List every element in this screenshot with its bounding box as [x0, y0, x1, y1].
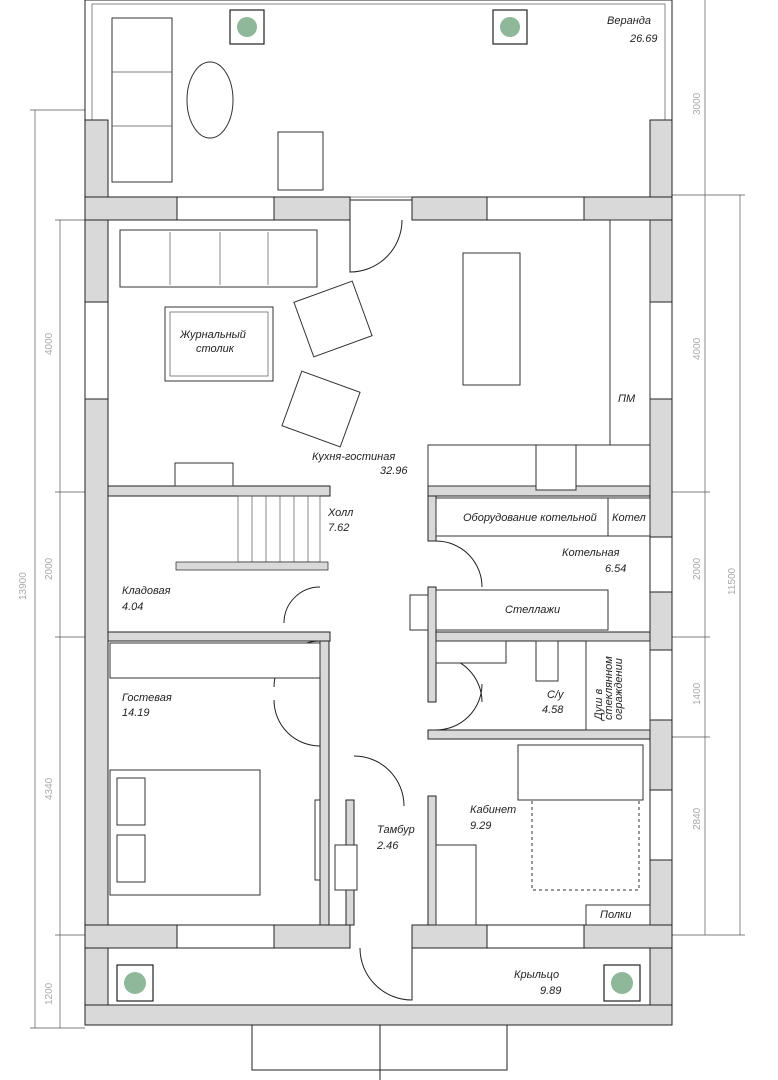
svg-text:4000: 4000	[692, 337, 703, 360]
svg-text:Котел: Котел	[612, 512, 646, 524]
room-area-veranda: 26.69	[629, 33, 658, 45]
room-name-pantry: Кладовая	[122, 585, 171, 597]
porch-steps	[251, 1024, 508, 1080]
office-furniture	[435, 744, 651, 926]
veranda-outline	[84, 0, 673, 201]
room-name-bathroom: С/у	[547, 689, 565, 701]
room-area-vestibule: 2.46	[376, 840, 399, 852]
windows	[84, 196, 673, 949]
storage-shelf	[109, 642, 321, 679]
room-area-kitchen-living: 32.96	[380, 465, 408, 477]
svg-text:ограждении: ограждении	[613, 658, 625, 720]
room-name-office: Кабинет	[470, 804, 516, 816]
svg-text:Душ в: Душ в	[593, 688, 605, 722]
room-area-hall: 7.62	[328, 522, 349, 534]
svg-text:3000: 3000	[692, 92, 703, 115]
dimension-labels: 4000 2000 4340 1200 13900 3000 4000 2000…	[18, 92, 738, 1005]
svg-text:стеклянном: стеклянном	[603, 656, 615, 720]
svg-text:ПМ: ПМ	[618, 393, 636, 405]
svg-text:Стеллажи: Стеллажи	[505, 604, 560, 616]
room-area-porch: 9.89	[540, 985, 561, 997]
svg-text:11500: 11500	[727, 567, 738, 595]
svg-text:2840: 2840	[692, 807, 703, 830]
room-area-guest: 14.19	[122, 707, 150, 719]
svg-text:столик: столик	[196, 343, 235, 355]
svg-text:4000: 4000	[44, 332, 55, 355]
boiler-room-furniture	[409, 497, 651, 631]
room-name-veranda: Веранда	[607, 15, 651, 27]
living-furniture	[119, 219, 651, 491]
svg-text:1400: 1400	[692, 682, 703, 705]
room-labels: Веранда 26.69 Кухня-гостиная 32.96 Холл …	[122, 15, 658, 997]
furniture-labels: Журнальный столик ПМ Оборудование котель…	[179, 329, 646, 921]
room-name-hall: Холл	[327, 507, 353, 519]
svg-text:13900: 13900	[18, 572, 29, 600]
svg-text:1200: 1200	[44, 982, 55, 1005]
svg-text:Полки: Полки	[600, 909, 631, 921]
room-name-vestibule: Тамбур	[377, 824, 415, 836]
svg-text:4340: 4340	[44, 777, 55, 800]
bathroom-furniture	[435, 640, 651, 731]
veranda-furniture	[111, 17, 324, 191]
room-name-kitchen-living: Кухня-гостиная	[312, 451, 395, 463]
room-area-bathroom: 4.58	[542, 704, 564, 716]
room-name-boiler: Котельная	[562, 547, 620, 559]
room-name-guest: Гостевая	[122, 692, 172, 704]
stairs	[175, 495, 329, 571]
plant-icons	[116, 9, 641, 1002]
room-area-office: 9.29	[470, 820, 491, 832]
svg-text:Оборудование котельной: Оборудование котельной	[463, 512, 597, 524]
room-name-porch: Крыльцо	[514, 969, 559, 981]
room-area-pantry: 4.04	[122, 601, 143, 613]
dimension-lines	[30, 0, 745, 1029]
room-area-boiler: 6.54	[605, 563, 626, 575]
svg-text:2000: 2000	[692, 557, 703, 580]
guest-room-furniture	[109, 769, 358, 896]
svg-text:2000: 2000	[44, 557, 55, 580]
svg-text:Журнальный: Журнальный	[179, 329, 246, 341]
